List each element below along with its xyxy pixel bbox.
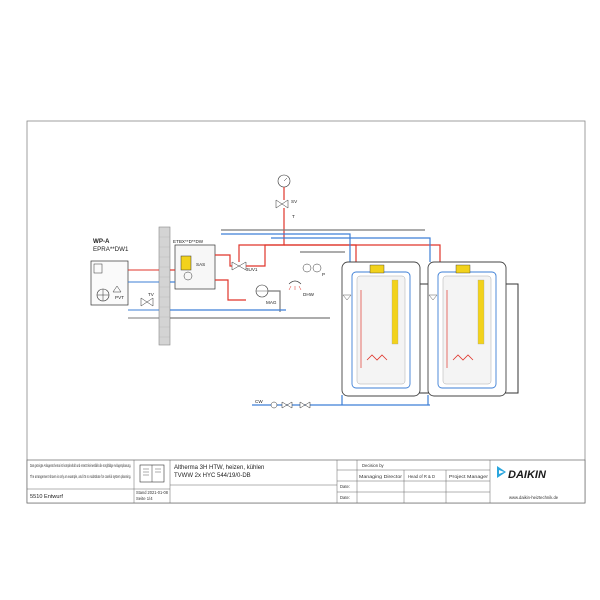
three-uv-label: 3UV1	[246, 267, 258, 272]
website: www.daikin-heiztechnik.de	[509, 495, 559, 500]
pump-icon	[183, 271, 193, 281]
drawing-id: 5510 Entwurf	[30, 494, 63, 500]
pvt-label: PVT	[115, 295, 124, 300]
heat-exchanger-coil-icon	[366, 354, 388, 361]
heat-pump-model: EPRA**DW1	[93, 246, 129, 253]
backup-heater-icon	[180, 255, 192, 271]
stand-date: Stand 2021-01-08	[136, 490, 169, 495]
three-way-valve: 3UV1	[231, 261, 258, 272]
sv-label: SV	[291, 199, 298, 204]
thermometer-icon	[93, 263, 103, 274]
date-label-1: Date:	[340, 484, 350, 489]
p-label: P	[322, 272, 325, 277]
heat-exchanger-coil-icon	[452, 354, 474, 361]
check-valve-icon	[281, 401, 293, 409]
expansion-vessel: MAG	[255, 284, 277, 305]
mag-label: MAG	[266, 300, 277, 305]
brand-name: DAIKIN	[508, 469, 547, 481]
pump-icon	[302, 263, 312, 273]
storage-tank-2	[427, 261, 507, 397]
compressor-icon	[112, 285, 122, 293]
project-manager: Project Manager	[449, 474, 489, 479]
tv-valve: TV	[140, 292, 155, 307]
heat-pump-name: WP-A	[93, 238, 110, 245]
dhw-label: DHW	[303, 292, 315, 297]
solar-coil-icon	[391, 279, 399, 345]
solar-coil-icon	[477, 279, 485, 345]
sas-label: SAS	[196, 262, 205, 267]
page-number: Seite 1/4	[136, 496, 153, 501]
managing-director: Managing Director	[359, 474, 403, 479]
t-label: T	[292, 214, 295, 219]
dhw-tap: DHW	[288, 280, 315, 297]
safety-valve-icon	[275, 199, 289, 209]
hydraulic-pipes	[170, 187, 519, 406]
daikin-logo: DAIKIN	[497, 466, 547, 481]
project-line-1: Altherma 3H HTW, heizen, kühlen	[174, 465, 264, 471]
outdoor-connection-pipes	[128, 269, 159, 319]
date-label-2: Date:	[340, 495, 350, 500]
building-wall	[158, 226, 171, 346]
circulation-pumps: P	[302, 263, 325, 277]
disclaimer-de: Das gezeigte Anlagenschema ist komplexha…	[30, 463, 131, 468]
decision-by: Decision by	[362, 463, 385, 468]
title-block: Das gezeigte Anlagenschema ist komplexha…	[26, 459, 586, 504]
storage-tank-1	[341, 261, 421, 397]
document-icon	[139, 464, 165, 483]
cold-water-fittings: CW	[255, 399, 311, 409]
disclaimer-en: The arrangement shown is only an example…	[30, 474, 131, 479]
hydrobox-model: ETBX**D**DW	[173, 239, 204, 244]
indoor-hydrobox: ETBX**D**DW SAS	[173, 239, 216, 290]
project-line-2: TVWW 2x HYC 544/19/0-DB	[174, 473, 251, 479]
heat-pump-outdoor-unit: WP-A EPRA**DW1 PVT	[90, 238, 129, 306]
head-rd: Head of R & D	[408, 474, 435, 479]
cw-label: CW	[255, 399, 263, 404]
safety-group: SV	[275, 174, 298, 209]
shower-icon	[288, 280, 302, 285]
tv-label: TV	[148, 292, 155, 297]
pump-icon	[312, 263, 322, 273]
